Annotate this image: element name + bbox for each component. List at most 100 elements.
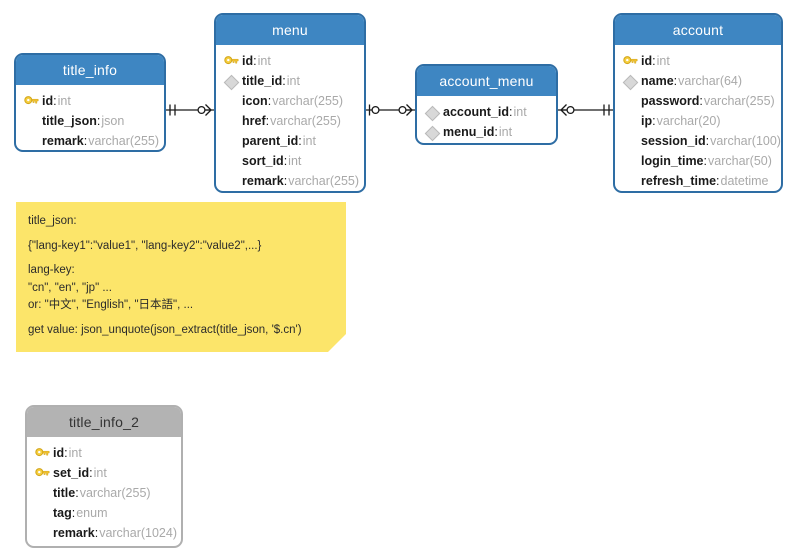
relationship-title_info-menu[interactable] bbox=[166, 98, 214, 122]
field-separator: : bbox=[83, 134, 88, 148]
field-separator: : bbox=[705, 134, 710, 148]
field-type: varchar(64) bbox=[678, 74, 743, 88]
field-separator: : bbox=[282, 74, 286, 88]
field-row[interactable]: id:int bbox=[16, 91, 164, 111]
field-row[interactable]: parent_id:int bbox=[216, 131, 364, 151]
field-row[interactable]: set_id:int bbox=[27, 463, 181, 483]
field-separator: : bbox=[652, 114, 656, 128]
field-type: varchar(1024) bbox=[99, 526, 178, 540]
cardinality-one-and-only-one bbox=[169, 104, 176, 116]
field-row[interactable]: remark:varchar(1024) bbox=[27, 523, 181, 543]
field-separator: : bbox=[494, 125, 498, 139]
field-separator: : bbox=[265, 114, 270, 128]
field-marker-none bbox=[223, 91, 242, 111]
field-row[interactable]: id:int bbox=[27, 443, 181, 463]
field-separator: : bbox=[673, 74, 678, 88]
field-name: tag bbox=[53, 506, 72, 520]
field-marker-none bbox=[622, 171, 641, 191]
entity-title-title_info_2: title_info_2 bbox=[27, 407, 181, 437]
field-row[interactable]: id:int bbox=[615, 51, 781, 71]
field-type: enum bbox=[76, 506, 108, 520]
field-marker-key-icon bbox=[23, 91, 42, 111]
field-row[interactable]: href:varchar(255) bbox=[216, 111, 364, 131]
field-row[interactable]: id:int bbox=[216, 51, 364, 71]
key-icon bbox=[623, 56, 638, 65]
cardinality-one-and-only-one bbox=[603, 104, 610, 116]
field-marker-diamond-icon bbox=[424, 102, 443, 122]
field-marker-none bbox=[622, 151, 641, 171]
field-type: varchar(255) bbox=[288, 174, 360, 188]
field-row[interactable]: title_json:json bbox=[16, 111, 164, 131]
field-row[interactable]: title_id:int bbox=[216, 71, 364, 91]
field-name: sort_id bbox=[242, 154, 284, 168]
field-name: id bbox=[53, 446, 65, 460]
field-name: id bbox=[242, 54, 254, 68]
field-separator: : bbox=[283, 154, 288, 168]
field-separator: : bbox=[94, 526, 99, 540]
field-marker-none bbox=[23, 111, 42, 131]
field-marker-none bbox=[622, 111, 641, 131]
entity-title-menu: menu bbox=[216, 15, 364, 45]
relationship-menu-account_menu[interactable] bbox=[366, 98, 415, 122]
field-row[interactable]: remark:varchar(255) bbox=[216, 171, 364, 191]
field-separator: : bbox=[703, 154, 707, 168]
relationship-account_menu-account[interactable] bbox=[558, 98, 613, 122]
field-row[interactable]: password:varchar(255) bbox=[615, 91, 781, 111]
field-name: refresh_time bbox=[641, 174, 717, 188]
diamond-icon bbox=[223, 74, 240, 91]
field-type: varchar(50) bbox=[708, 154, 772, 168]
field-row[interactable]: remark:varchar(255) bbox=[16, 131, 164, 150]
field-separator: : bbox=[652, 54, 656, 68]
field-type: int bbox=[257, 54, 271, 68]
field-row[interactable]: session_id:varchar(100) bbox=[615, 131, 781, 151]
field-row[interactable]: refresh_time:datetime bbox=[615, 171, 781, 191]
field-name: remark bbox=[53, 526, 95, 540]
note-line: or: "中文", "English", "日本語", ... bbox=[28, 299, 194, 312]
field-type: varchar(255) bbox=[270, 114, 341, 128]
field-marker-none bbox=[34, 483, 53, 503]
field-row[interactable]: title:varchar(255) bbox=[27, 483, 181, 503]
cardinality-zero-or-many bbox=[197, 104, 212, 116]
field-row[interactable]: login_time:varchar(50) bbox=[615, 151, 781, 171]
field-type: varchar(20) bbox=[656, 114, 721, 128]
field-row[interactable]: account_id:int bbox=[417, 102, 556, 122]
field-row[interactable]: menu_id:int bbox=[417, 122, 556, 142]
field-type: json bbox=[101, 114, 125, 128]
field-marker-none bbox=[34, 523, 53, 543]
note-line: "cn", "en", "jp" ... bbox=[28, 281, 112, 294]
field-name: remark bbox=[42, 134, 84, 148]
field-row[interactable]: icon:varchar(255) bbox=[216, 91, 364, 111]
field-separator: : bbox=[75, 486, 79, 500]
note-fold-corner-icon bbox=[328, 334, 346, 352]
field-marker-none bbox=[622, 131, 641, 151]
field-name: session_id bbox=[641, 134, 706, 148]
field-type: int bbox=[57, 94, 71, 108]
field-row[interactable]: name:varchar(64) bbox=[615, 71, 781, 91]
field-row[interactable]: tag:enum bbox=[27, 503, 181, 523]
field-type: int bbox=[288, 154, 302, 168]
field-type: varchar(255) bbox=[703, 94, 775, 108]
note-line: {"lang-key1":"value1", "lang-key2":"valu… bbox=[28, 239, 262, 252]
field-marker-diamond-icon bbox=[622, 71, 641, 91]
field-separator: : bbox=[509, 105, 513, 119]
field-marker-none bbox=[622, 91, 641, 111]
entity-title-account: account bbox=[615, 15, 781, 45]
field-marker-none bbox=[23, 131, 42, 150]
field-row[interactable]: ip:varchar(20) bbox=[615, 111, 781, 131]
field-marker-key-icon bbox=[34, 443, 53, 463]
field-name: set_id bbox=[53, 466, 90, 480]
field-row[interactable]: sort_id:int bbox=[216, 151, 364, 171]
title_json-note[interactable]: title_json:{"lang-key1":"value1", "lang-… bbox=[16, 202, 346, 352]
field-separator: : bbox=[64, 446, 68, 460]
field-type: int bbox=[68, 446, 82, 460]
field-separator: : bbox=[699, 94, 703, 108]
note-line: lang-key: bbox=[28, 264, 75, 277]
field-name: href bbox=[242, 114, 266, 128]
